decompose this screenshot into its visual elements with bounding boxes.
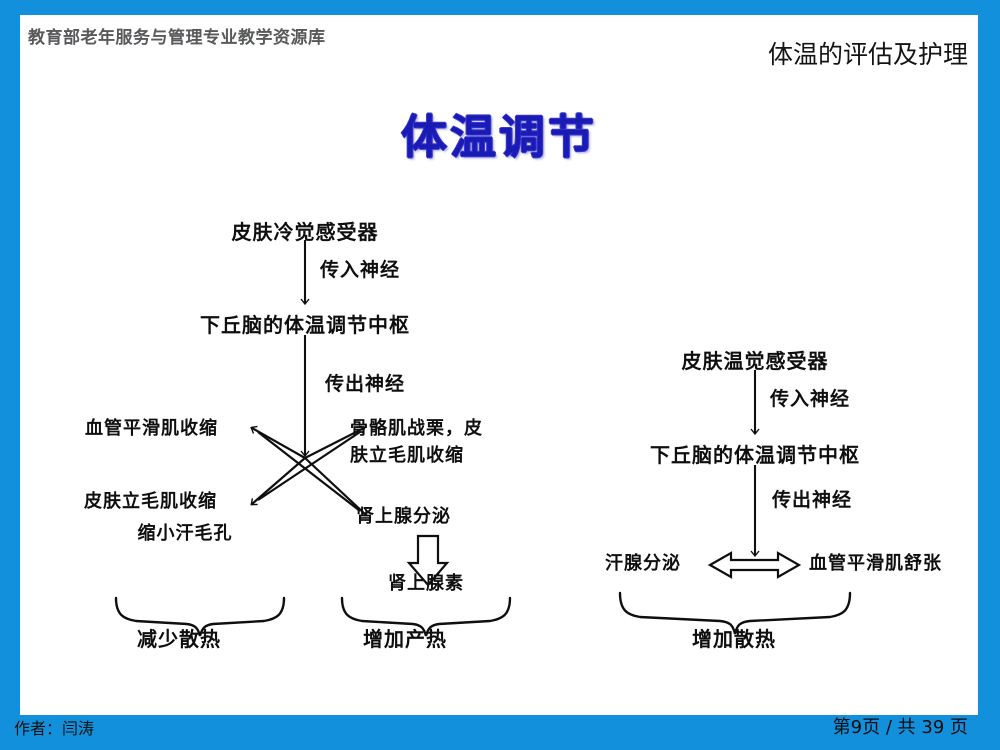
node-arrector-pili-contraction-line1: 皮肤立毛肌收缩 (84, 491, 217, 512)
label-warm-afferent-nerve: 传入神经 (770, 388, 851, 410)
footer-author: 作者：闫涛 (14, 719, 95, 738)
node-skeletal-muscle-shivering-line2: 肤立毛肌收缩 (350, 445, 464, 466)
header-right-title: 体温的评估及护理 (767, 40, 968, 69)
node-vascular-smooth-muscle-contraction: 血管平滑肌收缩 (85, 418, 218, 439)
warm-effector-double-arrow (707, 551, 802, 579)
node-warm-receptor: 皮肤温觉感受器 (681, 349, 829, 373)
node-adrenal-secretion: 肾上腺分泌 (356, 506, 451, 527)
footer-page-indicator: 第9页 / 共 39 页 (832, 717, 968, 738)
node-skeletal-muscle-shivering-line1: 骨骼肌战栗，皮 (350, 418, 483, 439)
node-sweat-gland-secretion: 汗腺分泌 (605, 553, 681, 574)
label-warm-efferent-nerve: 传出神经 (772, 489, 853, 511)
outcome-reduce-heat-loss: 减少散热 (137, 627, 221, 651)
node-arrector-pili-contraction-line2: 缩小汗毛孔 (137, 523, 233, 544)
header-left-title: 教育部老年服务与管理专业教学资源库 (28, 28, 326, 48)
page-title: 体温调节 (401, 110, 597, 164)
node-warm-hypothalamus-center: 下丘脑的体温调节中枢 (650, 443, 860, 467)
node-adrenaline: 肾上腺素 (388, 573, 464, 594)
slide-content-panel: 教育部老年服务与管理专业教学资源库 体温的评估及护理 体温调节 (20, 15, 978, 715)
node-cold-receptor: 皮肤冷觉感受器 (231, 220, 379, 244)
outcome-increase-heat-production: 增加产热 (363, 627, 447, 651)
cold-effector-fan (250, 425, 368, 517)
label-cold-efferent-nerve: 传出神经 (325, 373, 406, 395)
outcome-increase-heat-loss: 增加散热 (692, 627, 776, 651)
label-cold-afferent-nerve: 传入神经 (320, 259, 401, 281)
node-cold-hypothalamus-center: 下丘脑的体温调节中枢 (200, 313, 410, 337)
node-vascular-smooth-muscle-relaxation: 血管平滑肌舒张 (809, 553, 942, 574)
